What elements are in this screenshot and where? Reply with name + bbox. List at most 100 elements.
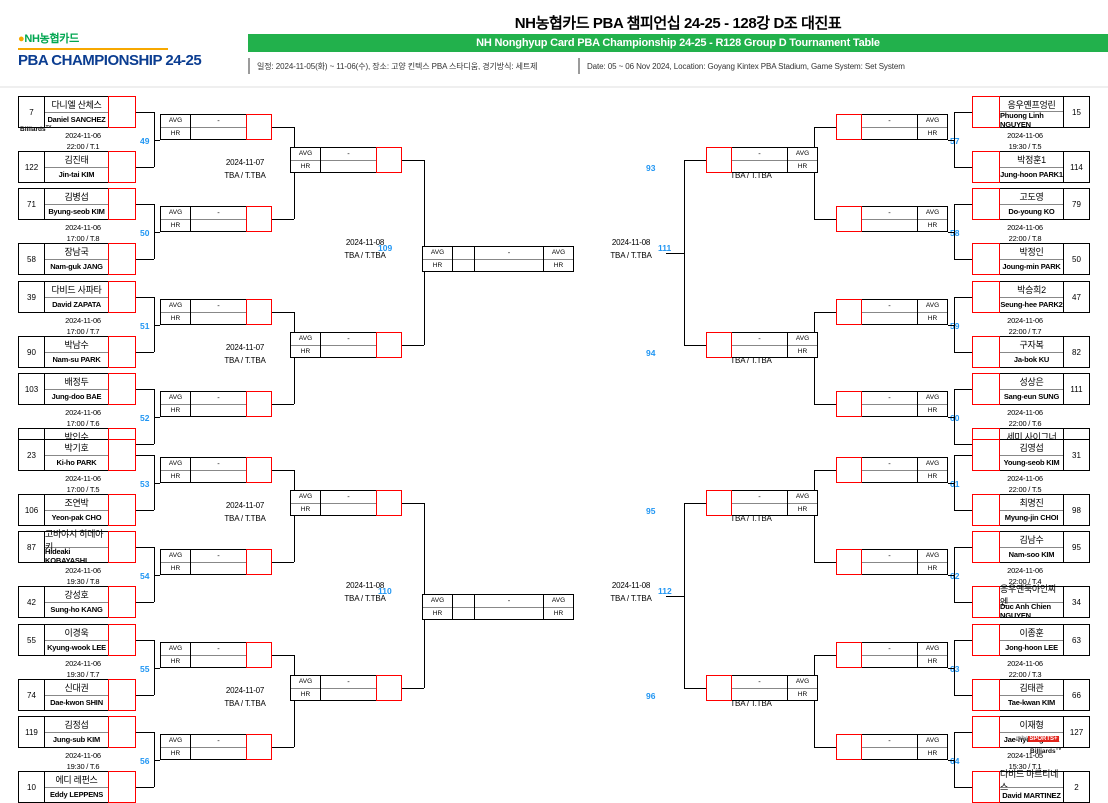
player-score-cell[interactable] — [108, 531, 136, 563]
player-score-cell[interactable] — [972, 373, 1000, 405]
winner-cell[interactable] — [706, 147, 732, 173]
winner-cell[interactable] — [706, 332, 732, 358]
player-score-cell[interactable] — [972, 243, 1000, 275]
winner-cell[interactable] — [836, 549, 862, 575]
player-score-cell[interactable] — [108, 96, 136, 128]
winner-cell[interactable] — [246, 114, 272, 140]
player-score-cell[interactable] — [972, 679, 1000, 711]
player-score-cell[interactable] — [972, 439, 1000, 471]
player-score-cell[interactable] — [108, 188, 136, 220]
winner-cell[interactable] — [706, 490, 732, 516]
player-score-cell[interactable] — [108, 771, 136, 803]
winner-cell[interactable] — [706, 675, 732, 701]
player-score-cell[interactable] — [972, 531, 1000, 563]
player-score-cell[interactable] — [108, 243, 136, 275]
winner-cell[interactable] — [836, 299, 862, 325]
winner-cell[interactable] — [376, 675, 402, 701]
winner-cell[interactable] — [836, 391, 862, 417]
player-score-cell[interactable] — [108, 494, 136, 526]
player-score-cell[interactable] — [972, 188, 1000, 220]
winner-cell[interactable] — [246, 299, 272, 325]
player-score-cell[interactable] — [108, 679, 136, 711]
player-score-cell[interactable] — [972, 151, 1000, 183]
winner-cell[interactable] — [836, 114, 862, 140]
player-score-cell[interactable] — [108, 336, 136, 368]
winner-cell[interactable] — [376, 147, 402, 173]
player-score-cell[interactable] — [108, 624, 136, 656]
winner-cell[interactable] — [246, 206, 272, 232]
player-score-cell[interactable] — [108, 373, 136, 405]
player-score-cell[interactable] — [108, 716, 136, 748]
winner-cell[interactable] — [836, 206, 862, 232]
player-score-cell[interactable] — [108, 439, 136, 471]
player-score-cell[interactable] — [972, 716, 1000, 748]
player-score-cell[interactable] — [972, 494, 1000, 526]
winner-cell[interactable] — [246, 642, 272, 668]
winner-cell[interactable] — [836, 457, 862, 483]
winner-cell[interactable] — [246, 549, 272, 575]
player-score-cell[interactable] — [972, 771, 1000, 803]
player-score-cell[interactable] — [972, 624, 1000, 656]
player-score-cell[interactable] — [108, 151, 136, 183]
winner-cell[interactable] — [836, 734, 862, 760]
winner-cell[interactable] — [246, 734, 272, 760]
winner-cell[interactable] — [376, 332, 402, 358]
winner-cell[interactable] — [836, 642, 862, 668]
player-score-cell[interactable] — [972, 281, 1000, 313]
player-score-cell[interactable] — [972, 96, 1000, 128]
player-score-cell[interactable] — [972, 336, 1000, 368]
winner-cell[interactable] — [246, 457, 272, 483]
